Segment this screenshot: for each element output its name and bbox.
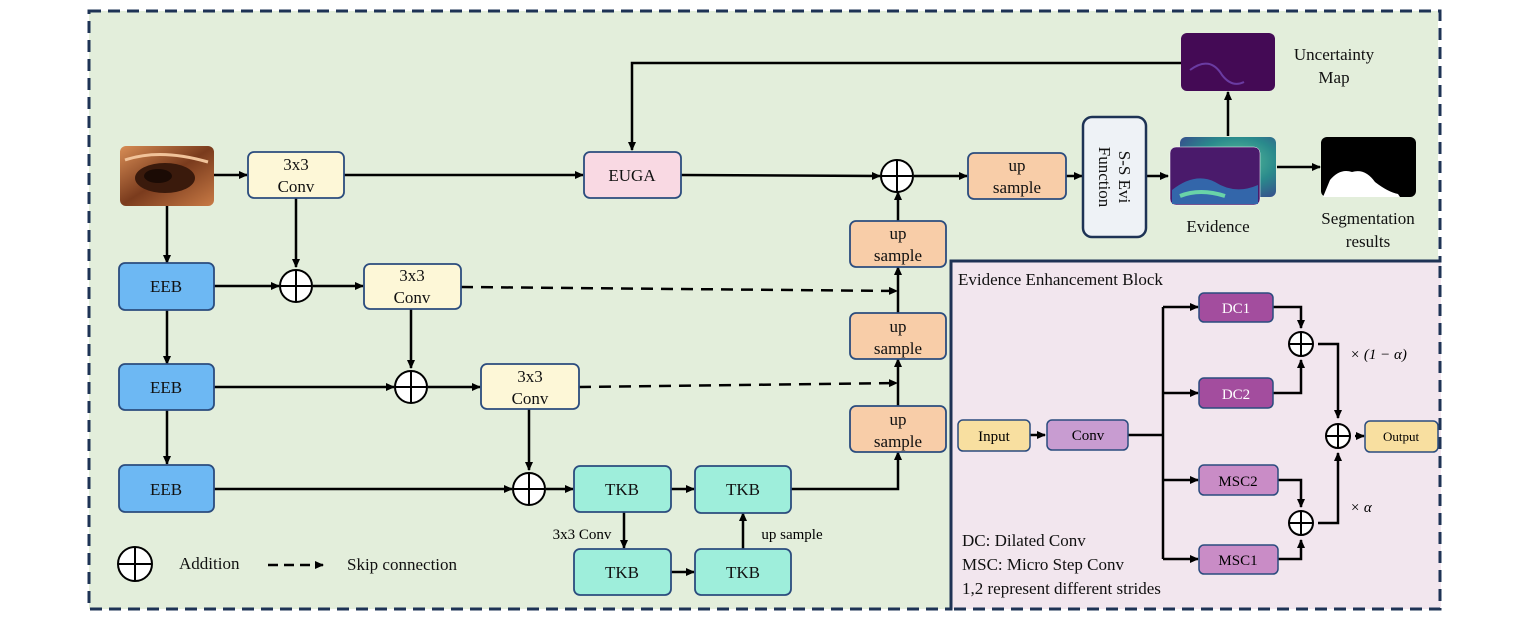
input-endoscopy-image	[120, 146, 214, 206]
msc1-label: MSC1	[1218, 553, 1257, 569]
tkb-box-2	[694, 465, 792, 514]
tkb-down-label: 3x3 Conv	[553, 527, 612, 543]
dc1-box	[1198, 292, 1274, 323]
conv-mid1-line2: Conv	[394, 288, 431, 307]
upsample-box-3	[849, 405, 947, 453]
upsample-box-2	[849, 312, 947, 360]
eeb-output-box	[1364, 420, 1439, 453]
eeb-conv-label: Conv	[1072, 428, 1105, 444]
msc2-label: MSC2	[1218, 474, 1257, 490]
upsample-top-line1: up	[1009, 156, 1026, 175]
ss-evi-line1: S-S Evi	[1115, 151, 1134, 204]
conv-mid2-line2: Conv	[512, 389, 549, 408]
segmentation-label-line2: results	[1346, 232, 1390, 251]
addition-1	[279, 269, 313, 303]
eeb-box-2	[118, 363, 215, 411]
tkb-label-4: TKB	[726, 563, 760, 582]
upsample-2-line1: up	[890, 317, 907, 336]
msc2-box	[1198, 464, 1279, 496]
addition-3	[512, 472, 546, 506]
eeb-detail-connections	[1030, 303, 1365, 563]
upsample-top-box	[967, 152, 1067, 200]
tkb-label-1: TKB	[605, 480, 639, 499]
evidence-map-image	[1169, 137, 1276, 206]
legend-addition-label: Addition	[179, 554, 240, 573]
tkb-box-3	[573, 548, 672, 596]
eeb-note-1: DC: Dilated Conv	[962, 531, 1086, 550]
addition-2	[394, 370, 428, 404]
eeb-input-box	[957, 419, 1031, 452]
tkb-up-label: up sample	[761, 527, 823, 543]
conv-top-line2: Conv	[278, 177, 315, 196]
uncertainty-label-line2: Map	[1318, 68, 1349, 87]
ss-evi-function-box	[1081, 115, 1148, 239]
connections	[163, 61, 1321, 576]
tkb-box-4	[694, 548, 792, 596]
addition-top	[880, 159, 914, 193]
uncertainty-map-image	[1181, 33, 1275, 91]
euga-box	[583, 151, 682, 199]
eeb-addition-top	[1288, 331, 1314, 357]
skip-connections	[460, 285, 898, 389]
factor-alpha: × α	[1350, 500, 1373, 516]
upsample-1-line1: up	[890, 224, 907, 243]
upsample-2-line2: sample	[874, 339, 922, 358]
conv-mid1-line1: 3x3	[399, 266, 425, 285]
ss-evi-label-group: S-S Evi Function	[1095, 147, 1134, 208]
factor-one-minus-alpha: × (1 − α)	[1350, 347, 1407, 363]
conv-top-line1: 3x3	[283, 155, 309, 174]
eeb-detail-title: Evidence Enhancement Block	[958, 270, 1163, 289]
dc2-label: DC2	[1222, 387, 1250, 403]
segmentation-result-image	[1321, 137, 1416, 197]
dc2-box	[1198, 377, 1274, 409]
eeb-label-3: EEB	[150, 480, 182, 499]
tkb-label-2: TKB	[726, 480, 760, 499]
upsample-box-1	[849, 220, 947, 268]
dc1-label: DC1	[1222, 301, 1250, 317]
legend-skip-label: Skip connection	[347, 555, 458, 574]
tkb-label-3: TKB	[605, 563, 639, 582]
tkb-box-1	[573, 465, 672, 513]
conv-mid2-line1: 3x3	[517, 367, 543, 386]
eeb-conv-box	[1046, 419, 1129, 451]
msc1-box	[1198, 544, 1279, 575]
eeb-note-2: MSC: Micro Step Conv	[962, 555, 1124, 574]
eeb-box-1	[118, 262, 215, 311]
eeb-input-label: Input	[978, 429, 1010, 445]
conv-mid2-box	[480, 363, 580, 410]
conv-top-box	[247, 151, 345, 199]
upsample-3-line1: up	[890, 410, 907, 429]
eeb-addition-final	[1325, 423, 1351, 449]
upsample-top-line2: sample	[993, 178, 1041, 197]
uncertainty-label-line1: Uncertainty	[1294, 45, 1375, 64]
euga-label: EUGA	[608, 166, 656, 185]
eeb-panel-border	[949, 259, 1442, 611]
segmentation-label-line1: Segmentation	[1321, 209, 1415, 228]
eeb-label-1: EEB	[150, 277, 182, 296]
legend-addition-icon	[117, 546, 153, 582]
upsample-1-line2: sample	[874, 246, 922, 265]
ss-evi-line2: Function	[1095, 147, 1114, 208]
evidence-label: Evidence	[1186, 217, 1249, 236]
eeb-box-3	[118, 464, 215, 513]
eeb-note-3: 1,2 represent different strides	[962, 579, 1161, 598]
eeb-output-label: Output	[1383, 429, 1420, 444]
eeb-label-2: EEB	[150, 378, 182, 397]
conv-mid1-box	[363, 263, 462, 310]
eeb-addition-bottom	[1288, 510, 1314, 536]
upsample-3-line2: sample	[874, 432, 922, 451]
